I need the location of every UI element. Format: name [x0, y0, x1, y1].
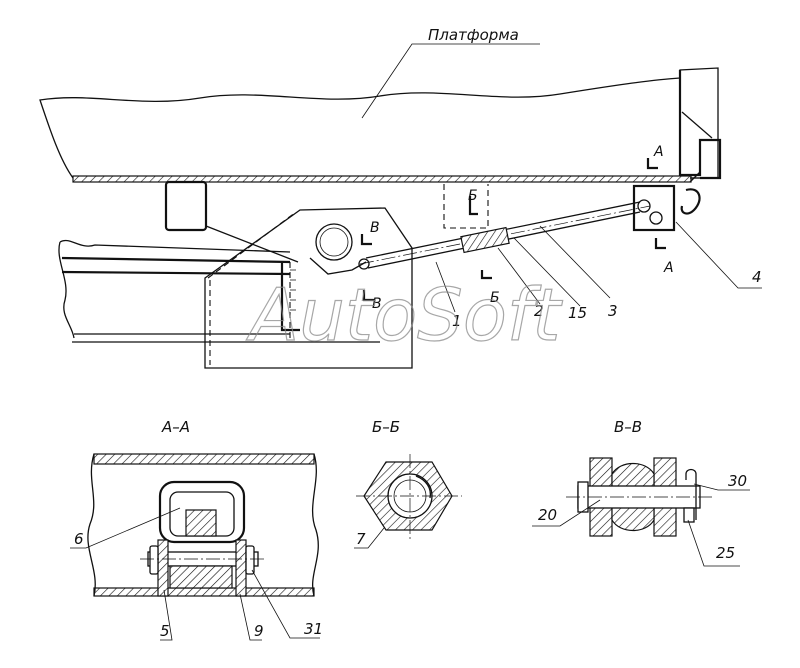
leader-platform	[361, 43, 540, 119]
cut-a-top	[646, 158, 658, 170]
callout-3: 3	[608, 302, 618, 320]
aa-right-break	[312, 453, 319, 597]
leader-25	[687, 519, 740, 567]
section-vv-title: В–В	[614, 418, 642, 436]
aa-shackle-outer	[158, 480, 246, 544]
hinge-tube	[315, 223, 353, 261]
rear-wall-slope	[681, 111, 713, 179]
section-bb: Б–Б 7	[354, 418, 462, 549]
subframe-bracket	[164, 180, 208, 232]
leader-1	[435, 261, 456, 313]
leader-20	[532, 499, 601, 527]
section-bb-title: Б–Б	[372, 418, 400, 436]
leader-30	[693, 483, 750, 491]
callout-4: 4	[752, 268, 762, 286]
watermark: AutoSoft	[246, 273, 563, 357]
callout-15: 15	[568, 304, 587, 322]
cut-b-top	[468, 196, 478, 216]
main-view: Платформа 1 2 15 3 4 А А Б Б В В AutoSof…	[39, 26, 762, 369]
hinge-lug	[309, 257, 367, 275]
leader-9	[239, 593, 262, 641]
aa-top-plate	[93, 453, 315, 465]
profile-post	[280, 262, 300, 332]
frame-rail-lower	[72, 333, 380, 343]
cut-b-bottom	[480, 270, 492, 280]
frame-rail-upper	[59, 239, 291, 253]
cut-v-top	[360, 234, 372, 246]
mark-b-top: Б	[468, 188, 478, 204]
callout-1: 1	[452, 312, 462, 330]
callout-20: 20	[538, 506, 557, 524]
leader-3	[539, 225, 611, 299]
section-vv: В–В 20 30 25	[532, 418, 750, 567]
aa-left-break	[87, 453, 96, 597]
callout-31: 31	[304, 620, 323, 638]
aa-pin-hatch	[169, 565, 233, 589]
bb-thread-arc	[415, 475, 432, 499]
leader-4	[675, 221, 762, 289]
hidden-bracket	[443, 184, 489, 229]
callout-30: 30	[728, 472, 747, 490]
rear-wall	[678, 70, 722, 180]
aa-right-washer	[245, 545, 255, 575]
section-aa: А–А 6 5 9 31	[70, 418, 323, 641]
hinge-plate-dashed	[207, 211, 297, 279]
vv-cotter	[685, 468, 697, 520]
mark-a-top: А	[653, 144, 664, 160]
aa-insert	[185, 509, 217, 537]
mark-v-top: В	[370, 220, 380, 236]
latch-hook-tab	[689, 171, 701, 183]
callout-2: 2	[534, 302, 544, 320]
leader-15	[513, 237, 581, 307]
hinge-pin	[358, 258, 370, 270]
mark-a-bottom: А	[663, 260, 674, 276]
aa-left-washer	[149, 545, 159, 575]
aa-left-lug	[157, 539, 169, 597]
cut-v-bottom	[362, 290, 374, 302]
profile-ticks	[290, 269, 296, 311]
cut-a-bottom	[654, 238, 666, 250]
leader-7	[354, 527, 385, 549]
latch-body	[632, 184, 676, 232]
platform-floor-strip	[72, 175, 692, 183]
vv-cotter-tab	[683, 507, 695, 523]
leader-2	[497, 247, 541, 305]
platform-label: Платформа	[428, 26, 519, 44]
aa-bottom-plate	[93, 587, 315, 597]
coupler-nut	[460, 226, 510, 254]
section-aa-title: А–А	[161, 418, 190, 436]
aa-right-lug	[235, 539, 247, 597]
frame-rail-left-break	[58, 241, 75, 339]
frame-inner-dash	[209, 262, 291, 365]
tie-rod-centerline	[359, 205, 651, 265]
leader-31	[251, 569, 320, 639]
latch-pin-2	[649, 211, 663, 225]
callout-7: 7	[356, 530, 366, 548]
hinge-tube-inner	[319, 227, 349, 257]
callout-5: 5	[160, 622, 170, 640]
leader-5	[160, 589, 173, 641]
mark-b-bottom: Б	[490, 290, 500, 306]
platform-outline	[39, 67, 719, 179]
latch-hook	[680, 188, 701, 215]
leader-6	[70, 507, 181, 549]
latch-pin-1	[637, 199, 651, 213]
frame-rail-band	[61, 256, 291, 276]
callout-9: 9	[254, 622, 264, 640]
mark-v-bottom: В	[372, 296, 382, 312]
callout-25: 25	[716, 544, 735, 562]
callout-6: 6	[74, 530, 84, 548]
